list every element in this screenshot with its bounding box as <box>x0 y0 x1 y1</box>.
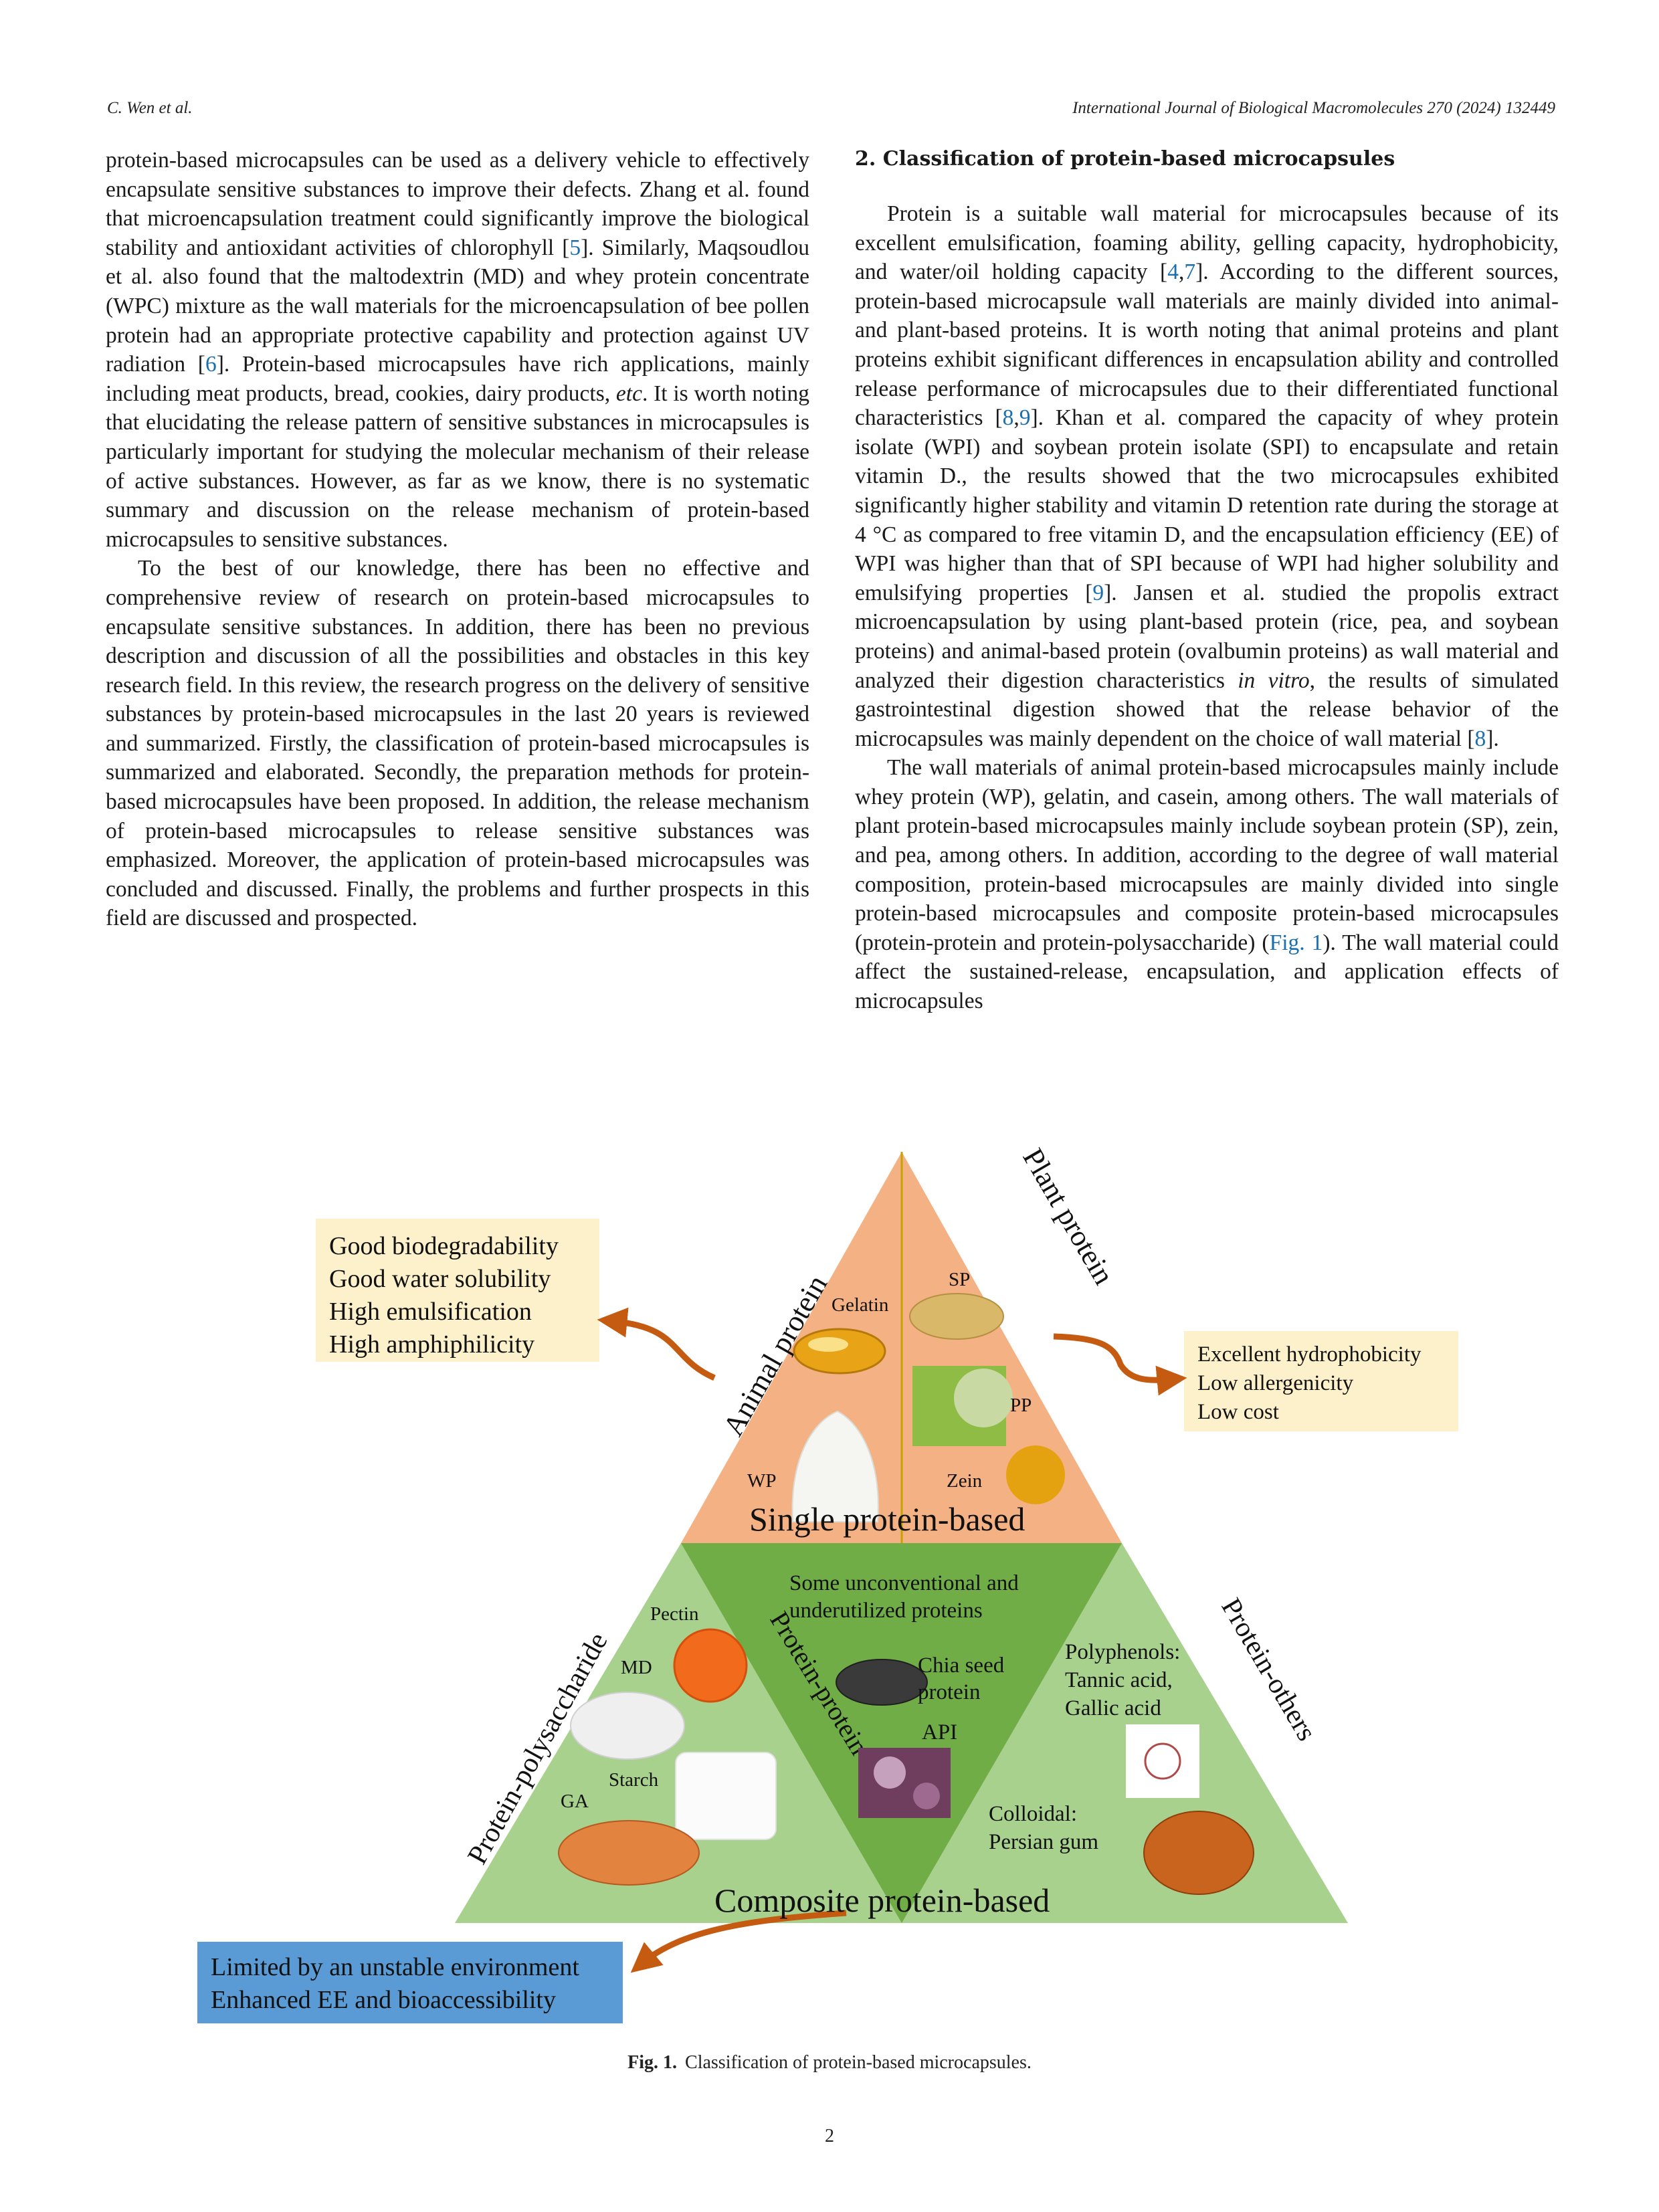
composite-properties-box <box>197 1942 623 2023</box>
section-heading: 2. Classification of protein-based micro… <box>855 147 1395 171</box>
zein-powder-image <box>1006 1445 1065 1504</box>
polyphenols-label: Tannic acid, <box>1065 1668 1173 1692</box>
tannic-acid-structure-image <box>1126 1724 1199 1798</box>
pectin-image <box>673 1628 748 1703</box>
arrow-to-composite-box <box>630 1910 847 1973</box>
gum-arabic-image <box>558 1820 700 1886</box>
unconventional-proteins-label: Some unconventional and <box>789 1571 1019 1595</box>
wp-label: WP <box>747 1470 777 1492</box>
citation-link[interactable]: 8 <box>1474 726 1486 751</box>
paragraph: protein-based microcapsules can be used … <box>106 148 809 552</box>
animal-properties-box <box>316 1219 599 1362</box>
animal-property: High amphiphilicity <box>329 1330 534 1359</box>
animal-property: High emulsification <box>329 1298 532 1326</box>
unconventional-proteins-label: underutilized proteins <box>789 1599 983 1623</box>
chia-seed-label: protein <box>918 1680 980 1704</box>
plant-protein-label: Plant protein <box>1016 1142 1120 1290</box>
gelatin-label: Gelatin <box>832 1294 889 1316</box>
single-protein-based-label: Single protein-based <box>749 1500 1025 1538</box>
colloidal-label: Colloidal: <box>989 1802 1077 1826</box>
plant-property: Low allergenicity <box>1197 1371 1354 1395</box>
citation-link[interactable]: 5 <box>569 235 581 260</box>
pp-label: PP <box>1010 1395 1032 1416</box>
api-leaf-image <box>858 1748 951 1818</box>
running-header-journal: International Journal of Biological Macr… <box>1072 99 1555 117</box>
protein-protein-triangle <box>681 1543 1122 1923</box>
plant-property: Low cost <box>1197 1400 1279 1424</box>
figure-1: Good biodegradability Good water solubil… <box>0 1137 1659 2060</box>
arrow-to-plant-box <box>1053 1333 1187 1396</box>
api-label: API <box>922 1720 957 1744</box>
composite-protein-based-label: Composite protein-based <box>714 1882 1050 1919</box>
animal-property: Good water solubility <box>329 1265 551 1293</box>
md-label: MD <box>621 1657 652 1678</box>
ga-label: GA <box>561 1791 589 1812</box>
colloidal-label: Persian gum <box>989 1830 1098 1854</box>
maltodextrin-image <box>570 1692 685 1760</box>
chia-seed-image <box>836 1659 928 1706</box>
citation-link[interactable]: 8 <box>1002 405 1014 431</box>
soybean-image <box>909 1293 1004 1340</box>
composite-property: Enhanced EE and bioaccessibility <box>211 1986 556 2014</box>
animal-property: Good biodegradability <box>329 1232 559 1260</box>
polyphenols-label: Gallic acid <box>1065 1696 1161 1720</box>
paragraph: The wall materials of animal protein-bas… <box>855 755 1559 1014</box>
plant-properties-box <box>1184 1331 1458 1431</box>
classification-pyramid: Good biodegradability Good water solubil… <box>197 1142 1458 2023</box>
arrow-to-animal-box <box>597 1307 716 1381</box>
starch-label: Starch <box>609 1769 659 1791</box>
right-column: 2. Classification of protein-based micro… <box>855 146 1559 1016</box>
citation-link[interactable]: 6 <box>205 352 217 377</box>
paragraph: Protein is a suitable wall material for … <box>855 201 1559 751</box>
citation-link[interactable]: 9 <box>1019 405 1031 431</box>
plant-property: Excellent hydrophobicity <box>1197 1342 1422 1367</box>
figure-caption: Fig. 1.Classification of protein-based m… <box>627 2052 1032 2073</box>
pectin-label: Pectin <box>650 1603 699 1625</box>
polyphenols-label: Polyphenols: <box>1065 1640 1180 1664</box>
sp-label: SP <box>949 1269 970 1290</box>
starch-image <box>675 1752 777 1840</box>
citation-link[interactable]: 4 <box>1167 260 1179 285</box>
gelatin-capsule-image <box>793 1328 886 1375</box>
zein-label: Zein <box>947 1470 983 1492</box>
citation-link[interactable]: 9 <box>1092 580 1104 605</box>
running-header-authors: C. Wen et al. <box>107 99 193 117</box>
persian-gum-image <box>1143 1811 1254 1895</box>
page-number: 2 <box>825 2126 834 2146</box>
protein-others-label: Protein-others <box>1215 1593 1322 1746</box>
chia-seed-label: Chia seed <box>918 1653 1005 1678</box>
left-column: protein-based microcapsules can be used … <box>106 146 809 933</box>
paragraph: To the best of our knowledge, there has … <box>106 556 809 931</box>
whey-powder-image <box>791 1410 879 1522</box>
citation-link[interactable]: 7 <box>1184 260 1196 285</box>
figure-link[interactable]: Fig. 1 <box>1269 930 1323 955</box>
composite-property: Limited by an unstable environment <box>211 1953 579 1981</box>
